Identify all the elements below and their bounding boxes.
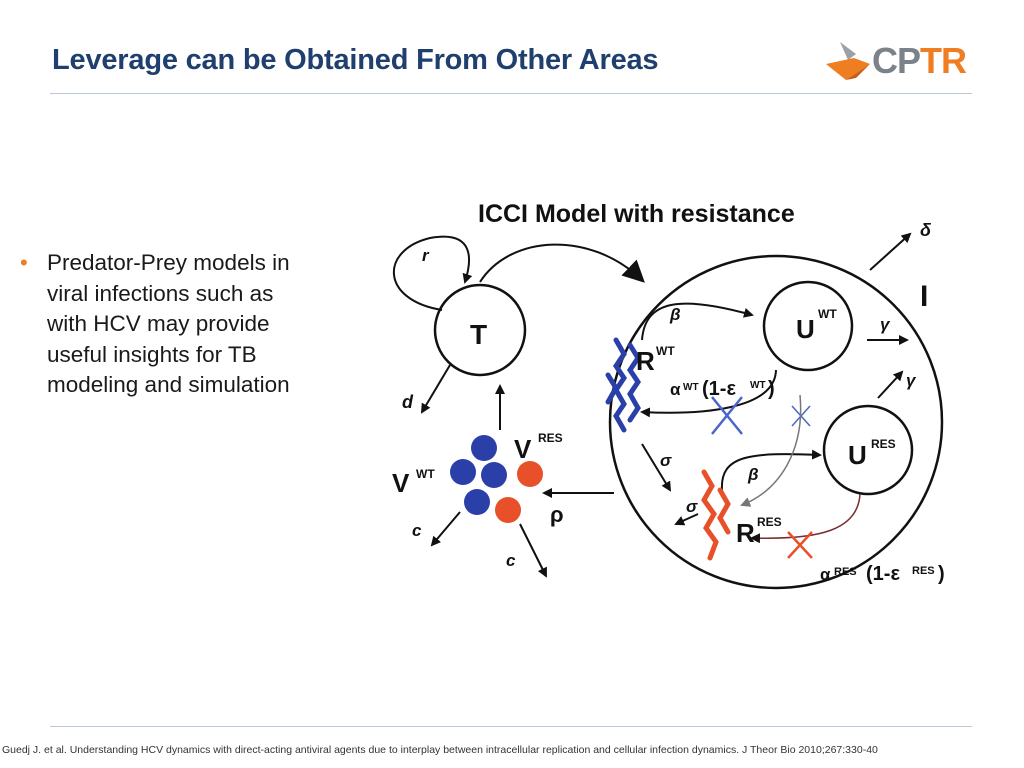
cptr-logo-icon — [826, 42, 870, 80]
rna-res-icon — [701, 469, 731, 561]
bullet-list: • Predator-Prey models in viral infectio… — [20, 248, 320, 401]
virion-wt — [464, 489, 490, 515]
node-T — [433, 283, 527, 377]
arrow-beta-wt — [641, 302, 754, 341]
param-sigma-res: σ — [686, 497, 698, 516]
title-divider — [50, 93, 972, 94]
node-U-wt-base: U — [796, 314, 815, 344]
bullet-marker: • — [20, 250, 28, 275]
param-beta-wt: β — [669, 305, 681, 324]
param-gamma-res: γ — [906, 371, 917, 390]
rna-wt-icon — [605, 337, 642, 433]
param-one-minus-eps-wt: (1-ε — [702, 378, 736, 400]
bullet-item: • Predator-Prey models in viral infectio… — [20, 248, 320, 401]
param-c-wt: c — [412, 521, 422, 540]
arrow-infection — [479, 243, 645, 283]
slide-title: Leverage can be Obtained From Other Area… — [52, 44, 659, 76]
param-alpha-wt-sup: WT — [683, 382, 699, 393]
arrow-mutation — [740, 394, 802, 507]
cptr-logo-text: CPTR — [872, 40, 967, 82]
cptr-logo: CPTR — [826, 40, 976, 82]
infected-cell-boundary — [608, 254, 944, 590]
arrow-clearance-res — [519, 523, 547, 578]
logo-text-tr: TR — [920, 40, 967, 81]
param-alpha-wt: α — [670, 380, 681, 399]
param-alpha-res-sup: RES — [834, 566, 857, 578]
arrow-gamma-res — [877, 370, 904, 399]
arrow-d — [420, 364, 451, 414]
diagram-title: ICCI Model with resistance — [478, 200, 795, 228]
param-delta: δ — [920, 220, 932, 240]
block-cross-wt-icon — [711, 396, 743, 435]
node-U-wt — [762, 280, 854, 372]
block-cross-res-icon — [787, 531, 813, 559]
node-R-wt-base: R — [636, 346, 655, 376]
virion-wt — [450, 459, 476, 485]
virion-wt — [481, 462, 507, 488]
param-eps-res-sup: RES — [912, 565, 935, 577]
arrow-beta-res — [720, 449, 822, 491]
icci-model-diagram: ICCI Model with resistance I T r d U WT … — [392, 200, 945, 590]
footer-divider — [50, 726, 972, 727]
param-r: r — [422, 246, 430, 265]
virion-cluster — [450, 435, 543, 523]
arrow-delta — [869, 232, 912, 271]
param-close-res: ) — [938, 563, 945, 585]
param-alpha-res: α — [820, 565, 831, 584]
virion-wt — [471, 435, 497, 461]
node-R-res-sup: RES — [757, 515, 782, 529]
param-eps-wt-sup: WT — [750, 380, 766, 391]
node-U-res-base: U — [848, 440, 867, 470]
param-rho: ρ — [550, 502, 564, 527]
arrow-r-loop — [392, 235, 473, 311]
param-one-minus-eps-res: (1-ε — [866, 563, 900, 585]
param-sigma-wt: σ — [660, 451, 672, 470]
arrow-sigma-wt — [641, 443, 672, 492]
param-d: d — [402, 392, 414, 412]
arrow-replication-res — [750, 493, 861, 544]
node-R-res-base: R — [736, 518, 755, 548]
bullet-text: Predator-Prey models in viral infections… — [47, 250, 290, 397]
node-U-res — [822, 404, 914, 496]
node-V-res-base: V — [514, 434, 532, 464]
param-gamma-wt: γ — [880, 315, 891, 334]
node-V-wt-sup: WT — [416, 467, 435, 481]
node-U-wt-sup: WT — [818, 307, 837, 321]
virion-res — [517, 461, 543, 487]
node-T-label: T — [470, 319, 487, 350]
citation-footnote: Guedj J. et al. Understanding HCV dynami… — [2, 744, 878, 756]
virion-res — [495, 497, 521, 523]
node-R-wt-sup: WT — [656, 344, 675, 358]
logo-text-cp: CP — [872, 40, 921, 81]
param-beta-res: β — [747, 465, 759, 484]
param-c-res: c — [506, 551, 516, 570]
arrow-sigma-res — [674, 513, 699, 526]
label-I: I — [920, 280, 928, 313]
param-close-wt: ) — [768, 378, 775, 400]
arrow-replication-wt — [640, 369, 777, 418]
node-V-wt-base: V — [392, 468, 410, 498]
node-U-res-sup: RES — [871, 437, 896, 451]
node-V-res-sup: RES — [538, 431, 563, 445]
arrow-clearance-wt — [430, 511, 461, 547]
